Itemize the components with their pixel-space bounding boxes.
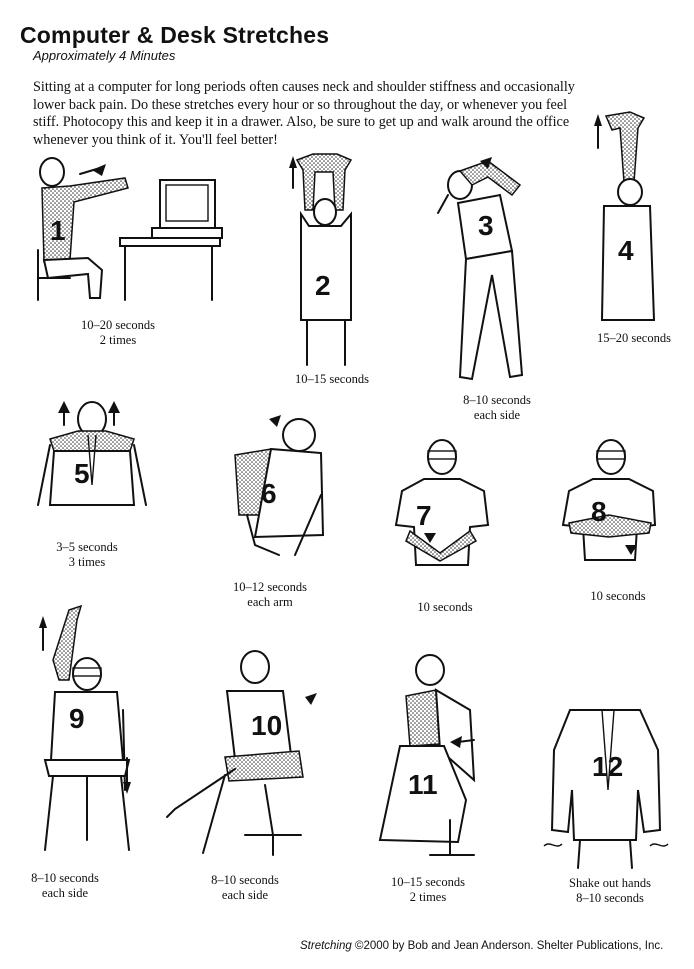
stretch-caption-6-line2: each arm [247,595,293,609]
stretch-caption-3-line1: 8–10 seconds [463,393,531,407]
stretch-number-3: 3 [478,210,494,241]
stretch-number-11: 11 [408,769,438,800]
stretch-caption-1-line1: 10–20 seconds [81,318,155,332]
stretch-number-7: 7 [416,500,432,531]
stretch-caption-4: 15–20 seconds [584,331,684,346]
stretch-caption-9-line2: each side [41,886,89,900]
stretch-caption-9-line1: 8–10 seconds [31,871,99,885]
stretch-illustration-3: 3 [437,157,524,381]
stretch-caption-12-line2: 8–10 seconds [576,891,644,905]
stretch-caption-3-line2: each side [473,408,521,422]
stretch-number-10: 10 [251,710,282,741]
stretch-illustration-8: 8 [561,439,657,561]
stretch-illustration-7: 7 [394,439,490,566]
page-title: Computer & Desk Stretches [20,22,330,48]
stretch-caption-7-line1: 10 seconds [417,600,473,614]
stretch-illustration-9: 9 [39,604,131,851]
stretch-caption-6-line1: 10–12 seconds [233,580,307,594]
stretch-number-12: 12 [592,751,623,782]
stretch-caption-12-line1: Shake out hands [569,876,651,890]
stretch-caption-4-line1: 15–20 seconds [597,331,671,345]
stretch-number-9: 9 [69,703,85,734]
stretch-caption-11-line1: 10–15 seconds [391,875,465,889]
stretch-caption-11-line2: 2 times [409,890,447,904]
stretch-illustration-10: 10 [166,650,317,856]
intro-paragraph: Sitting at a computer for long periods o… [33,79,575,148]
stretch-caption-2: 10–15 seconds [272,372,392,387]
stretch-number-1: 1 [50,215,66,246]
stretch-number-2: 2 [315,270,331,301]
stretch-caption-1-line2: 2 times [99,333,137,347]
stretch-caption-8: 10 seconds [558,589,678,604]
stretch-caption-7: 10 seconds [385,600,505,615]
stretch-illustration-4: 4 [594,111,656,321]
copyright-footer: Stretching ©2000 by Bob and Jean Anderso… [300,940,663,952]
copyright-credit: ©2000 by Bob and Jean Anderson. Shelter … [351,940,664,952]
stretch-number-5: 5 [74,458,90,489]
stretch-illustration-12: 12 [543,709,669,869]
stretch-illustration-2: 2 [289,153,353,366]
stretch-caption-10-line1: 8–10 seconds [211,873,279,887]
stretch-caption-8-line1: 10 seconds [590,589,646,603]
stretch-illustration-11: 11 [378,654,476,856]
stretch-illustration-1: 1 [37,157,223,301]
stretch-illustration-5: 5 [37,401,147,506]
stretch-number-6: 6 [261,478,277,509]
page-subtitle: Approximately 4 Minutes [33,48,176,63]
stretch-caption-10-line2: each side [221,888,269,902]
stretch-number-4: 4 [618,235,634,266]
book-title: Stretching [300,940,352,952]
stretch-caption-2-line1: 10–15 seconds [295,372,369,386]
stretch-caption-5-line1: 3–5 seconds [56,540,118,554]
stretch-illustration-6: 6 [234,415,325,556]
stretch-number-8: 8 [591,496,607,527]
stretch-caption-5-line2: 3 times [68,555,106,569]
